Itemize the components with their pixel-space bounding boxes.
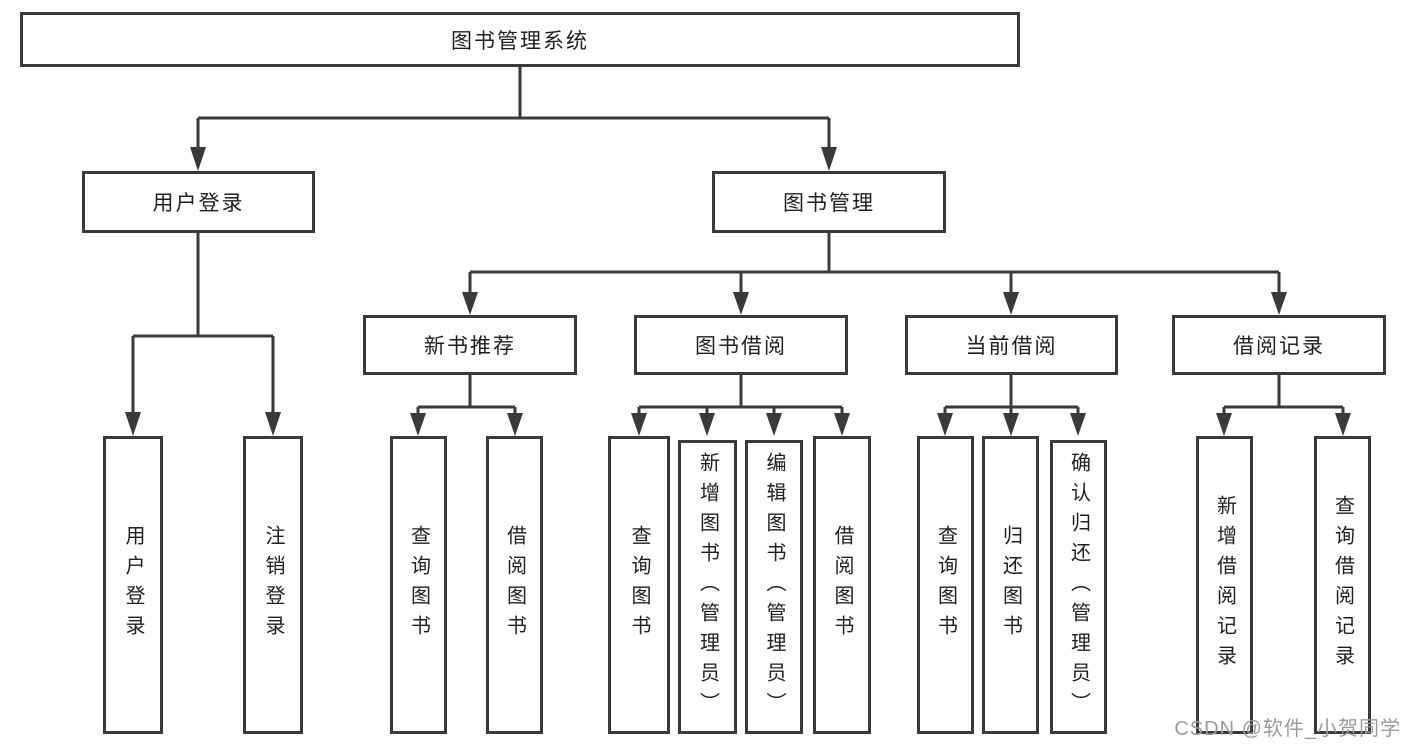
leaf-logout: 注销登录 (243, 436, 303, 734)
node-label: 编辑图书（管理员） (763, 452, 785, 722)
node-new-book-recommend: 新书推荐 (363, 315, 577, 375)
node-label: 借阅图书 (831, 525, 853, 645)
leaf-return-books: 归还图书 (982, 436, 1039, 734)
node-current-borrowing: 当前借阅 (905, 315, 1118, 375)
leaf-query-books-1: 查询图书 (390, 436, 447, 734)
node-label: 查询借阅记录 (1331, 495, 1354, 675)
node-label: 查询图书 (407, 525, 430, 645)
leaf-add-borrow-record: 新增借阅记录 (1196, 436, 1253, 734)
node-label: 图书管理系统 (451, 29, 589, 53)
node-book-borrowing: 图书借阅 (634, 315, 848, 375)
node-label: 确认归还（管理员） (1067, 452, 1090, 722)
node-label: 图书管理 (783, 192, 875, 215)
leaf-user-login: 用户登录 (103, 436, 163, 734)
node-label: 新书推荐 (424, 335, 516, 358)
leaf-borrow-books-2: 借阅图书 (813, 436, 871, 734)
leaf-confirm-return-admin: 确认归还（管理员） (1050, 440, 1107, 734)
node-label: 借阅图书 (503, 525, 526, 645)
node-root-book-management-system: 图书管理系统 (20, 12, 1020, 67)
leaf-query-books-3: 查询图书 (917, 436, 974, 734)
csdn-watermark: CSDN @软件_小贺同学 (1174, 718, 1401, 740)
node-label: 用户登录 (152, 192, 245, 215)
leaf-query-borrow-record: 查询借阅记录 (1314, 436, 1371, 734)
node-label: 查询图书 (934, 525, 957, 645)
arrowhead-icons (125, 147, 1351, 436)
leaf-borrow-books-1: 借阅图书 (486, 436, 543, 734)
node-label: 新增图书（管理员） (696, 452, 719, 722)
node-label: 新增借阅记录 (1213, 495, 1236, 675)
node-user-login: 用户登录 (82, 171, 315, 233)
leaf-query-books-2: 查询图书 (608, 436, 670, 734)
node-label: 归还图书 (999, 525, 1022, 645)
node-label: 用户登录 (122, 525, 144, 645)
node-label: 当前借阅 (965, 335, 1058, 358)
node-label: 注销登录 (262, 525, 284, 645)
node-borrowing-records: 借阅记录 (1172, 315, 1386, 375)
leaf-add-books-admin: 新增图书（管理员） (678, 440, 737, 734)
leaf-edit-books-admin: 编辑图书（管理员） (745, 440, 803, 734)
node-book-management: 图书管理 (712, 171, 946, 233)
node-label: 图书借阅 (695, 335, 787, 358)
node-label: 查询图书 (628, 525, 650, 645)
node-label: 借阅记录 (1233, 335, 1325, 358)
